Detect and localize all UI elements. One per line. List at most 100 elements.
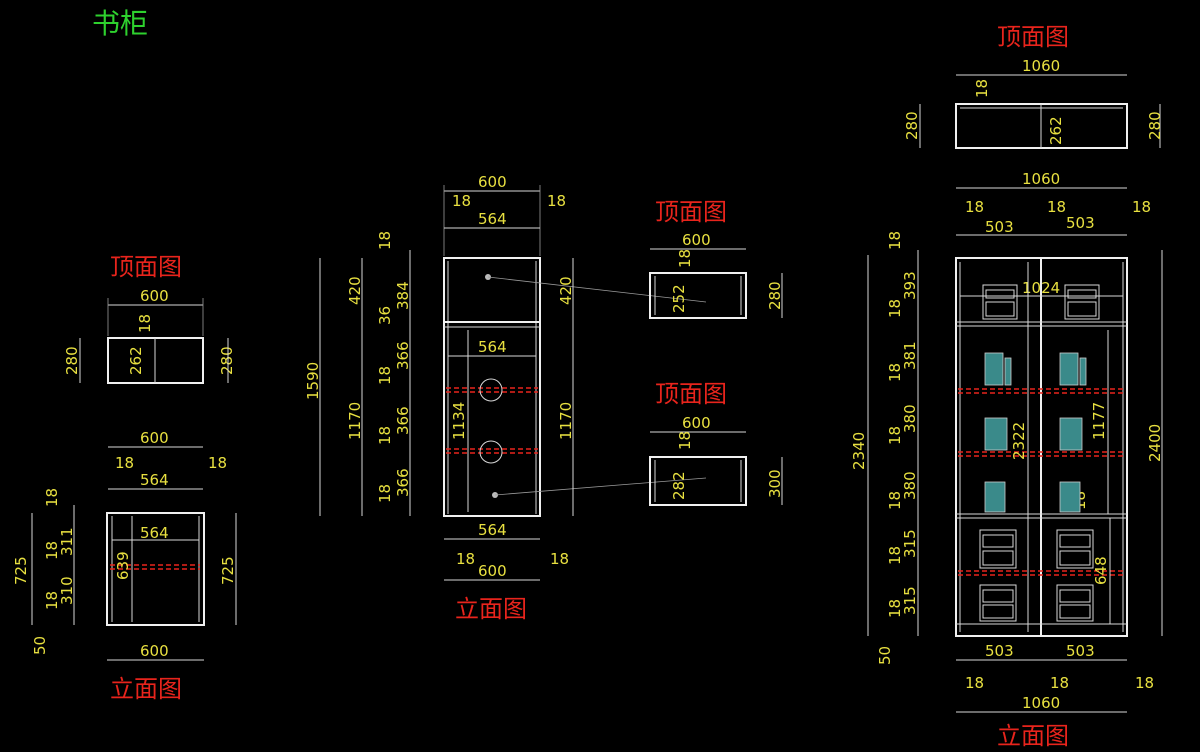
small-elev-height-right: 725 — [219, 556, 237, 585]
small-elev-seg2: 310 — [58, 576, 76, 605]
mid-mid-t: 36 — [376, 306, 394, 325]
mid-top-view-label-1: 顶面图 — [655, 198, 727, 226]
mid-lower-height-r: 1170 — [557, 402, 575, 440]
large-inner-height-3: 648 — [1092, 556, 1110, 585]
large-top-d2: 280 — [1146, 111, 1164, 140]
small-elev-t3: 18 — [43, 591, 61, 610]
large-inner-span: 1024 — [1022, 279, 1060, 297]
small-cabinet: 顶面图 600 18 280 262 280 600 18 18 564 564… — [12, 253, 237, 703]
large-row-t-0: 18 — [886, 231, 904, 250]
mid-seg2: 366 — [394, 341, 412, 370]
mid-elevation-label: 立面图 — [455, 595, 527, 623]
drawing-title: 书柜 — [92, 7, 148, 40]
small-elev-seg1: 311 — [58, 527, 76, 556]
large-bottom-c2: 503 — [1066, 642, 1095, 660]
mid-bottom-outer: 600 — [478, 562, 507, 580]
large-total-height-right: 2400 — [1146, 424, 1164, 462]
mid-leader-2 — [494, 477, 707, 496]
small-elev-bottom-width: 600 — [140, 642, 169, 660]
large-row-seg-4: 315 — [901, 529, 919, 558]
mid-seg-top: 384 — [394, 281, 412, 310]
large-row-seg-0: 393 — [901, 271, 919, 300]
large-row-t-2: 18 — [886, 363, 904, 382]
large-top-d1: 280 — [903, 111, 921, 140]
large-top-width: 1060 — [1022, 57, 1060, 75]
mid-leader-1 — [487, 276, 707, 303]
mid-top1-d: 280 — [766, 281, 784, 310]
small-elev-t2: 18 — [43, 541, 61, 560]
mid-cabinet: 600 18 18 564 564 1134 1590 420 1170 420 — [304, 173, 784, 623]
large-total-height-left: 2340 — [850, 432, 868, 470]
small-top-gap: 18 — [136, 314, 154, 333]
mid-bottom-side-2: 18 — [550, 550, 569, 568]
small-elev-t1: 18 — [43, 488, 61, 507]
large-base: 50 — [876, 646, 894, 665]
mid-top1-width: 600 — [682, 231, 711, 249]
mid-top2-d: 300 — [766, 469, 784, 498]
mid-width: 600 — [478, 173, 507, 191]
mid-top-view-1 — [649, 272, 747, 319]
large-bottom-s3: 18 — [1135, 674, 1154, 692]
small-elev-side-1: 18 — [115, 454, 134, 472]
mid-side-1: 18 — [452, 192, 471, 210]
mid-t3: 18 — [376, 426, 394, 445]
large-elev-c1: 503 — [985, 218, 1014, 236]
large-bottom-s1: 18 — [965, 674, 984, 692]
small-elev-base: 50 — [31, 636, 49, 655]
small-top-depth-inner: 262 — [127, 346, 145, 375]
large-row-seg-2: 380 — [901, 404, 919, 433]
small-elev-inner-width-2: 564 — [140, 524, 169, 542]
large-inner-height-2: 1177 — [1090, 402, 1108, 440]
small-top-depth-right: 280 — [218, 346, 236, 375]
small-elev-inner-width: 564 — [140, 471, 169, 489]
mid-inner-width: 564 — [478, 210, 507, 228]
large-row-seg-3: 380 — [901, 471, 919, 500]
large-row-t-3: 18 — [886, 426, 904, 445]
large-elev-s3: 18 — [1132, 198, 1151, 216]
mid-top1-depth: 252 — [670, 284, 688, 313]
mid-top-view-label-2: 顶面图 — [655, 380, 727, 408]
mid-lower-height: 1170 — [346, 402, 364, 440]
mid-inner-width-mid: 564 — [478, 338, 507, 356]
mid-upper-height-r: 420 — [557, 276, 575, 305]
large-bottom-width: 1060 — [1022, 694, 1060, 712]
mid-top-view-2 — [649, 456, 747, 506]
mid-inner-height: 1134 — [450, 402, 468, 440]
large-row-seg-5: 315 — [901, 586, 919, 615]
mid-t-top: 18 — [376, 231, 394, 250]
large-row-t-6: 18 — [886, 599, 904, 618]
small-elev-height-left: 725 — [12, 556, 30, 585]
mid-top2-gap: 18 — [676, 431, 694, 450]
drawer-boxes — [979, 284, 1100, 622]
mid-t2: 18 — [376, 366, 394, 385]
small-top-width: 600 — [140, 287, 169, 305]
mid-elev-box — [443, 257, 541, 517]
mid-side-2: 18 — [547, 192, 566, 210]
mid-upper-height: 420 — [346, 276, 364, 305]
large-top-depth: 262 — [1047, 116, 1065, 145]
mid-t4: 18 — [376, 484, 394, 503]
small-elev-width: 600 — [140, 429, 169, 447]
large-elev-s1: 18 — [965, 198, 984, 216]
large-elev-width: 1060 — [1022, 170, 1060, 188]
large-cabinet: 顶面图 1060 18 262 280 280 1060 18 18 18 50… — [850, 23, 1164, 750]
mid-top2-depth: 282 — [670, 471, 688, 500]
small-elev-inner-height: 639 — [114, 551, 132, 580]
mid-bottom-side-1: 18 — [456, 550, 475, 568]
large-row-t-5: 18 — [886, 546, 904, 565]
small-elevation-label: 立面图 — [110, 675, 182, 703]
mid-total-height: 1590 — [304, 362, 322, 400]
mid-hole-2 — [479, 440, 503, 464]
large-inner-height: 2322 — [1010, 422, 1028, 460]
large-bottom-c1: 503 — [985, 642, 1014, 660]
large-elevation-label: 立面图 — [997, 722, 1069, 750]
mid-hole-1 — [479, 378, 503, 402]
small-top-view-label: 顶面图 — [110, 253, 182, 281]
mid-seg4: 366 — [394, 468, 412, 497]
large-top-view-label: 顶面图 — [997, 23, 1069, 51]
mid-seg3: 366 — [394, 406, 412, 435]
small-elev-box — [106, 512, 205, 626]
large-elev-s2: 18 — [1047, 198, 1066, 216]
small-top-depth-left: 280 — [63, 346, 81, 375]
